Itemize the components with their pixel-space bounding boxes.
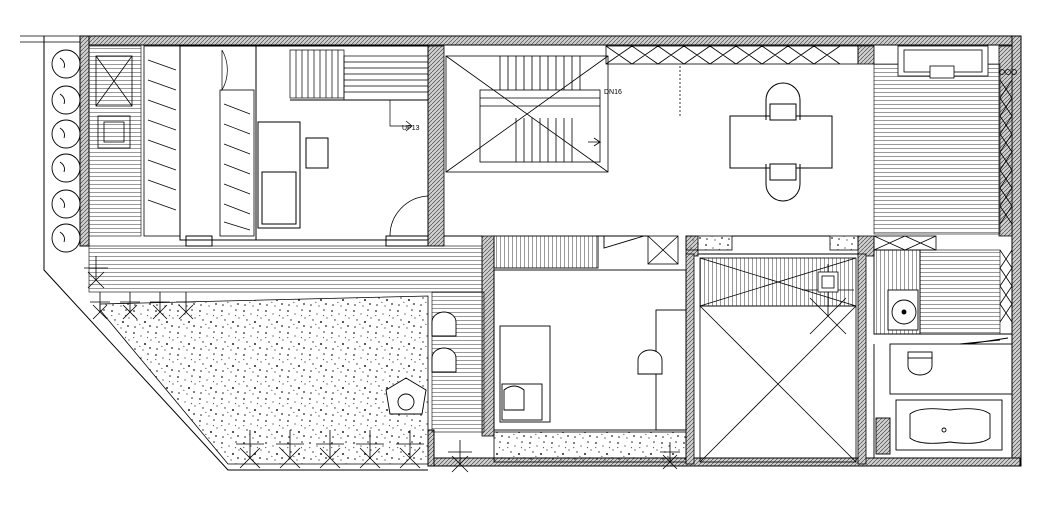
right-deck-bottom xyxy=(919,249,1001,335)
hooks-icon xyxy=(999,69,1017,75)
door-swing-2 xyxy=(221,49,228,92)
open-to-below-void xyxy=(699,257,857,463)
window-row-top xyxy=(605,45,859,118)
window-column-right-lower xyxy=(999,249,1013,323)
closet-hangers xyxy=(147,59,251,231)
bedroom-lower xyxy=(493,235,687,431)
door-swing xyxy=(389,195,429,237)
stair-up-flight xyxy=(289,49,429,132)
front-deck-strip xyxy=(88,245,483,293)
bathroom xyxy=(873,249,1013,455)
tree-column-left xyxy=(51,49,81,253)
gravel-courtyard xyxy=(99,295,429,465)
outdoor-seating xyxy=(385,311,457,415)
gravel-strip-lower xyxy=(493,431,687,463)
window-column-right xyxy=(999,79,1013,225)
shrubs-courtyard xyxy=(84,256,854,473)
storage-units-left xyxy=(95,45,255,237)
site-boundary-top xyxy=(20,35,80,43)
bedroom-left xyxy=(179,45,429,247)
dining-table xyxy=(729,82,833,202)
left-deck xyxy=(88,45,142,237)
right-deck-top xyxy=(873,63,1001,235)
site-boundary xyxy=(43,36,428,471)
stair-down-flight xyxy=(445,55,609,173)
stair-up-label: UP13 xyxy=(402,125,420,132)
stair-down-label: DN16 xyxy=(604,89,622,96)
bench-top-right xyxy=(897,45,989,79)
partitions xyxy=(444,235,1012,458)
